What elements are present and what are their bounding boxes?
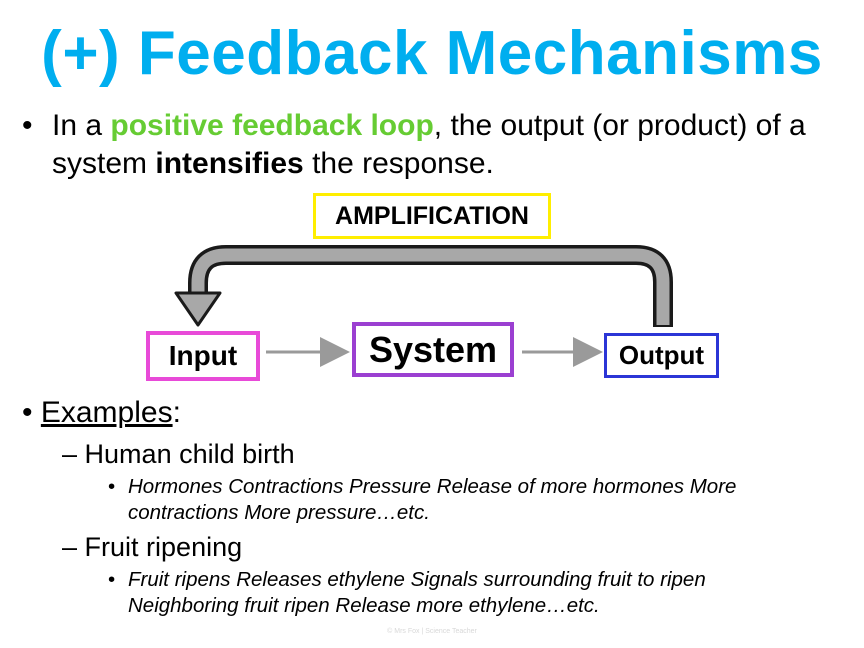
input-box: Input: [146, 331, 260, 381]
intro-bold: intensifies: [155, 147, 304, 180]
watermark: © Mrs Fox | Science Teacher: [387, 628, 477, 635]
example-detail-fruit: • Fruit ripens Releases ethylene Signals…: [108, 567, 808, 619]
example-human-birth: – Human child birth: [62, 438, 295, 470]
examples-label: Examples: [40, 396, 173, 429]
sub-bullet: •: [108, 475, 116, 498]
example-detail-birth: • Hormones Contractions Pressure Release…: [108, 474, 808, 526]
examples-heading: • Examples:: [22, 395, 181, 431]
dash-marker: –: [62, 532, 78, 562]
dash-marker: –: [62, 439, 78, 469]
examples-colon: :: [172, 396, 181, 429]
intro-pre: In a: [52, 109, 111, 142]
example-title: Fruit ripening: [84, 532, 243, 562]
intro-post: the response.: [303, 147, 494, 180]
output-box: Output: [604, 333, 719, 378]
intro-mid: , the output (or product) of a system: [52, 109, 806, 180]
page-title: (+) Feedback Mechanisms: [41, 19, 823, 88]
intro-highlight: positive feedback loop: [110, 109, 434, 142]
sub-bullet: •: [108, 568, 116, 591]
system-box: System: [352, 322, 514, 377]
loop-arrow-head: [174, 291, 222, 327]
bullet-marker: •: [22, 396, 33, 429]
loop-arrow-outline: [188, 245, 673, 327]
bullet-marker: •: [22, 109, 33, 142]
amplification-box: AMPLIFICATION: [313, 193, 551, 239]
example-detail-text: Fruit ripens Releases ethylene Signals s…: [128, 568, 706, 617]
example-title: Human child birth: [84, 439, 295, 469]
loop-arrow-body: [191, 248, 670, 325]
example-fruit-ripening: – Fruit ripening: [62, 531, 242, 563]
example-detail-text: Hormones Contractions Pressure Release o…: [128, 475, 737, 524]
intro-text: In a positive feedback loop, the output …: [52, 107, 852, 183]
intro-bullet: • In a positive feedback loop, the outpu…: [22, 107, 852, 183]
